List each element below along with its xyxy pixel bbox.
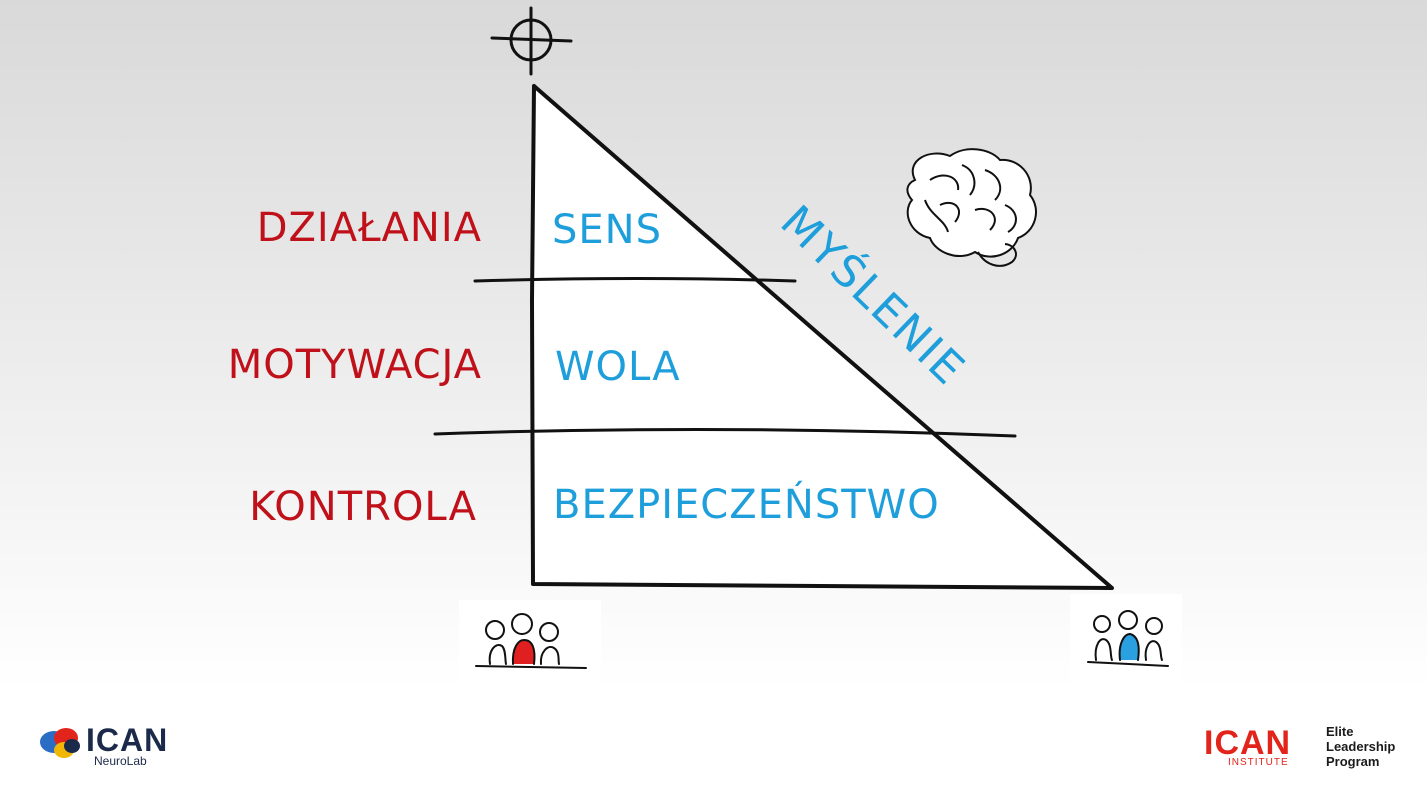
- ican-neurolab-logo: ICAN NeuroLab: [38, 722, 178, 772]
- people-blue-icon: [1087, 610, 1169, 667]
- divider-top: [473, 277, 797, 283]
- program-line-3: Program: [1326, 754, 1380, 769]
- label-wola: WOLA: [555, 344, 681, 390]
- left-logo-name: ICAN: [86, 722, 169, 758]
- label-dzialania: DZIAŁANIA: [256, 205, 482, 251]
- label-kontrola: KONTROLA: [249, 484, 477, 530]
- pyramid-outline: [530, 84, 1114, 590]
- program-line-1: Elite: [1326, 724, 1354, 739]
- brain-logo-icon: [40, 728, 80, 758]
- right-logo-name: ICAN: [1204, 724, 1292, 762]
- brain-icon: [906, 148, 1037, 267]
- program-name: Elite Leadership Program: [1326, 724, 1395, 769]
- right-logo-sub: INSTITUTE: [1228, 757, 1289, 768]
- divider-bottom: [433, 427, 1017, 438]
- target-icon: [490, 6, 573, 76]
- program-line-2: Leadership: [1326, 739, 1396, 754]
- left-logo-sub: NeuroLab: [94, 754, 147, 768]
- label-sens: SENS: [552, 207, 662, 253]
- label-bezpieczenstwo: BEZPIECZEŃSTWO: [553, 482, 940, 528]
- ican-institute-logo: ICAN INSTITUTE Elite Leadership Program: [1204, 724, 1414, 774]
- label-motywacja: MOTYWACJA: [227, 342, 482, 388]
- people-red-icon: [475, 613, 587, 669]
